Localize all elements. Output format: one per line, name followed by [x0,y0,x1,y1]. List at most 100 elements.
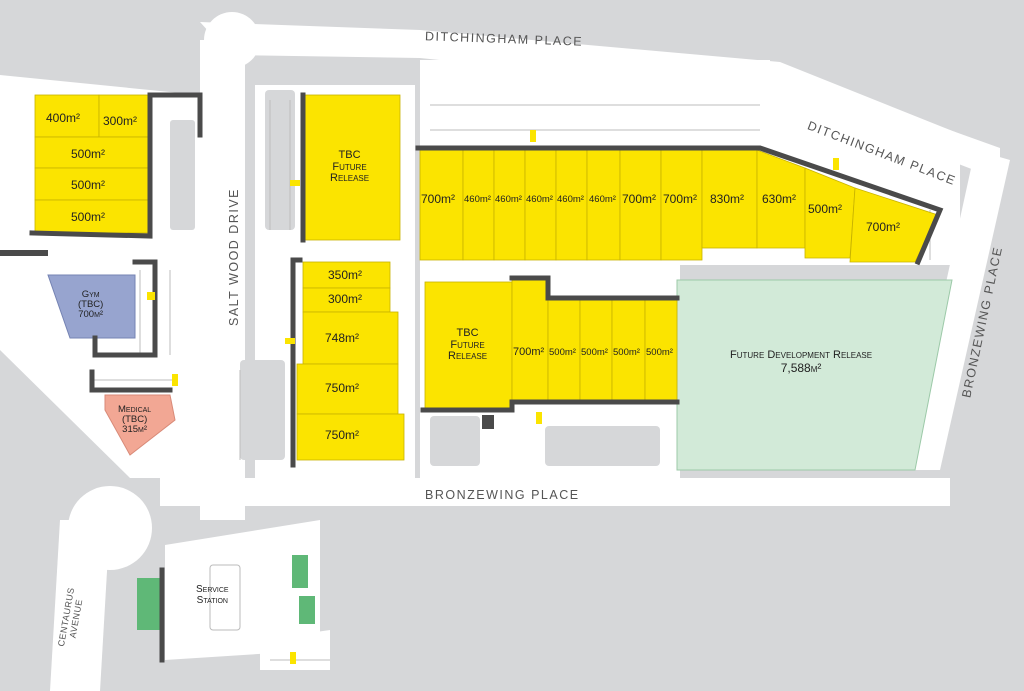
wall-block [482,415,494,429]
tbc-north-line1: TBC [338,149,361,161]
label-n9: 830m² [710,192,745,206]
service-line2: Station [196,594,228,606]
unit-mid-748[interactable] [302,311,399,365]
tbc-north-line3: Release [330,172,370,185]
future-dev-line1: Future Development Release [730,349,873,361]
wall-north-row [415,145,944,266]
label-n5: 460m² [557,194,584,205]
road-label-bronzewing-bottom: BRONZEWING PLACE [425,488,580,502]
unit-n9[interactable] [701,147,758,249]
label-west-300: 300m² [103,114,138,128]
unit-n7[interactable] [619,147,662,261]
wall-gym [92,259,158,358]
label-medical: Medical (TBC) 315m² [118,405,151,435]
loading-bay [285,338,295,344]
loading-bay [147,292,155,300]
gym-line3: 700m² [78,308,104,320]
wall-west-block [29,92,203,239]
loading-bay [536,412,542,424]
centaurus-road [50,520,110,691]
unit-n12[interactable] [849,187,939,263]
label-n12: 700m² [866,220,901,234]
label-tbc-south: TBC Future Release [448,327,487,363]
label-s6: 500m² [646,347,673,358]
island [240,360,285,460]
roundabout-north [204,12,260,68]
label-s4: 500m² [581,347,608,358]
unit-west-500a[interactable] [34,136,151,169]
label-n10: 630m² [762,192,797,206]
unit-n8[interactable] [660,147,703,261]
unit-s2[interactable] [511,279,549,401]
label-n8: 700m² [663,192,698,206]
service-line1: Service [196,584,229,595]
unit-n5[interactable] [555,147,588,261]
label-n6: 460m² [589,194,616,205]
loading-bay [530,130,536,142]
green-box-east-top [292,555,308,588]
label-n11: 500m² [808,202,843,216]
green-box-east-bottom [299,596,315,624]
medical-line2: (TBC) [121,413,148,425]
medical-line3: 315m² [122,423,148,435]
label-mid-750: 750m² [325,381,360,395]
label-n3: 460m² [495,194,522,205]
label-mid-750b: 750m² [325,428,360,442]
loading-bay [833,158,839,170]
unit-west-500c[interactable] [34,199,151,234]
label-s5: 500m² [613,347,640,358]
unit-mid-750b[interactable] [296,413,405,461]
wall-south-row [420,399,680,413]
label-s2: 700m² [513,346,545,358]
label-s3: 500m² [549,347,576,358]
unit-n6[interactable] [586,147,621,261]
medical-line1: Medical [118,404,152,415]
unit-tbc-north[interactable] [304,94,401,241]
ditchingham-road-diag [760,62,1000,175]
bronzewing-road-vertical [905,150,1010,470]
island [265,90,295,230]
unit-west-400[interactable] [34,94,100,138]
gym-line1: Gym [81,289,100,300]
unit-n2[interactable] [462,147,495,261]
label-west-500a: 500m² [71,147,106,161]
west-lot [0,260,235,478]
unit-mid-300[interactable] [302,287,391,313]
tbc-south-line1: TBC [456,327,479,339]
label-west-500c: 500m² [71,210,106,224]
label-west-400: 400m² [46,111,81,125]
label-mid-748: 748m² [325,331,360,345]
service-lot [165,520,320,660]
island [170,120,195,230]
island [430,416,480,466]
label-service-station: Service Station [196,584,229,606]
wall-block [0,250,48,256]
gym-unit[interactable] [47,274,136,339]
gym-line2: (TBC) [78,298,104,310]
road-label-saltwood: SALT WOOD DRIVE [227,187,242,327]
label-tbc-north: TBC Future Release [330,149,370,185]
future-dev-line2: 7,588m² [780,360,822,375]
unit-west-500b[interactable] [34,167,151,201]
parking-stripes [90,100,931,661]
future-development-area[interactable] [676,279,953,471]
label-n7: 700m² [622,192,657,206]
loading-bay [290,652,296,664]
wall-medical [89,369,173,393]
label-mid-350: 350m² [328,268,363,282]
tbc-south-line2: Future [450,338,485,351]
island [209,564,241,631]
green-box-west [137,578,161,630]
label-gym: Gym (TBC) 700m² [78,290,103,320]
unit-s5[interactable] [611,299,646,401]
medical-unit[interactable] [104,394,176,456]
label-west-500b: 500m² [71,178,106,192]
tbc-north-line2: Future [332,160,367,173]
label-future-development: Future Development Release 7,588m² [730,349,873,375]
label-mid-300: 300m² [328,292,363,306]
loading-bay [172,374,178,386]
wall-south-top [509,275,680,301]
unit-n1[interactable] [419,147,464,261]
island [545,426,660,466]
